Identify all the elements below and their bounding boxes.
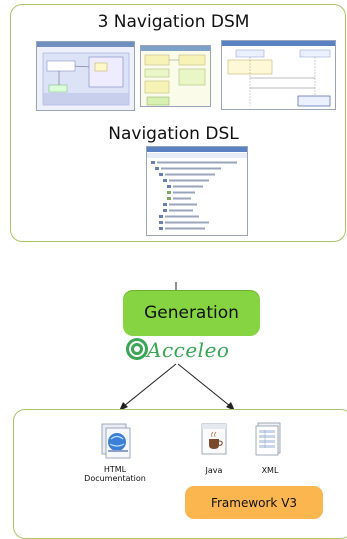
html-document-icon (101, 423, 131, 459)
acceleo-wordmark: Acceleo (147, 338, 230, 362)
xml-output-label: XML (261, 466, 279, 475)
dsm-screenshot-2 (140, 45, 211, 107)
dsl-tree-screenshot (146, 146, 248, 236)
framework-box: Framework V3 (185, 486, 323, 519)
dsm-title: 3 Navigation DSM (97, 12, 250, 32)
java-file-icon (201, 423, 227, 455)
split-arrows-icon (119, 363, 235, 411)
dsl-title: Navigation DSL (108, 124, 239, 144)
java-output-label: Java (205, 466, 223, 475)
framework-label: Framework V3 (210, 495, 298, 510)
dsm-screenshot-3 (221, 40, 336, 110)
dsm-screenshot-1 (36, 41, 135, 111)
generation-box: Generation (123, 290, 260, 336)
acceleo-logo-icon (126, 338, 148, 360)
html-label-line1: HTML (103, 465, 127, 474)
html-output-label: HTML Documentation (72, 465, 158, 483)
outputs-panel (13, 409, 347, 539)
html-label-line2: Documentation (84, 474, 146, 483)
xml-file-icon (255, 422, 281, 456)
generation-label: Generation (144, 303, 239, 323)
